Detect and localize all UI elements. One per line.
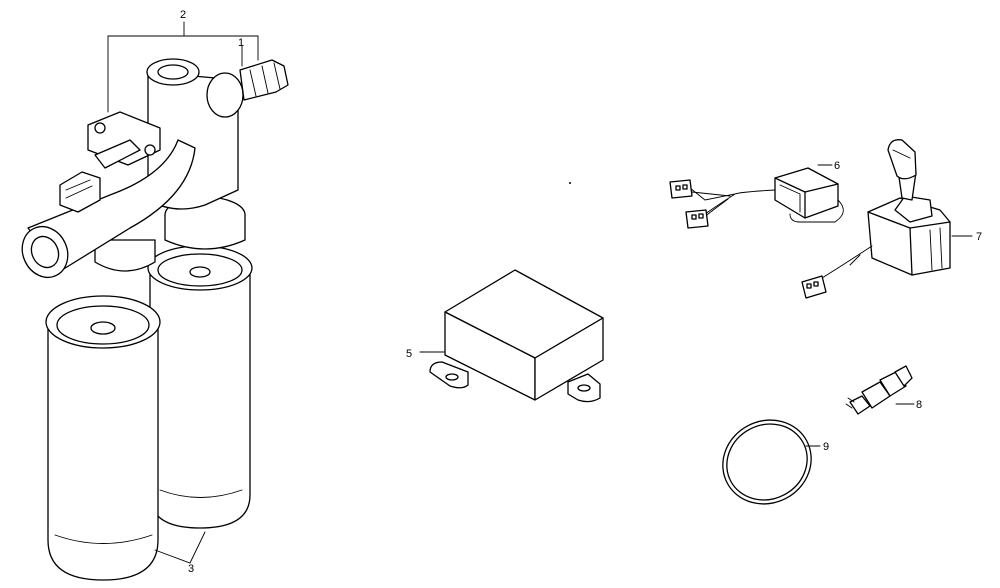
callout-7: 7 — [976, 231, 982, 243]
filter-head-front — [94, 239, 156, 272]
callout-9: 9 — [823, 441, 829, 453]
leader-2 — [107, 35, 259, 113]
leader-3 — [154, 531, 206, 564]
joystick — [801, 139, 973, 299]
pressure-switch — [845, 365, 915, 415]
o-ring — [722, 419, 821, 505]
filter-head-rear-body — [164, 215, 246, 250]
filter-canister-rear — [147, 245, 253, 529]
stray-dot — [569, 182, 571, 184]
callout-8: 8 — [916, 399, 922, 411]
mounting-bracket — [59, 111, 161, 213]
callout-5: 5 — [406, 348, 412, 360]
outlet-elbow — [21, 139, 196, 278]
wire-harness — [669, 164, 844, 229]
callout-3: 3 — [188, 563, 194, 575]
callout-1: 1 — [238, 37, 244, 49]
filter-canister-front — [45, 295, 161, 581]
callout-6: 6 — [834, 160, 840, 172]
controller-box — [419, 269, 604, 403]
filter-assembly — [21, 21, 289, 581]
callout-2: 2 — [180, 9, 186, 21]
sensor-fitting — [239, 59, 289, 101]
